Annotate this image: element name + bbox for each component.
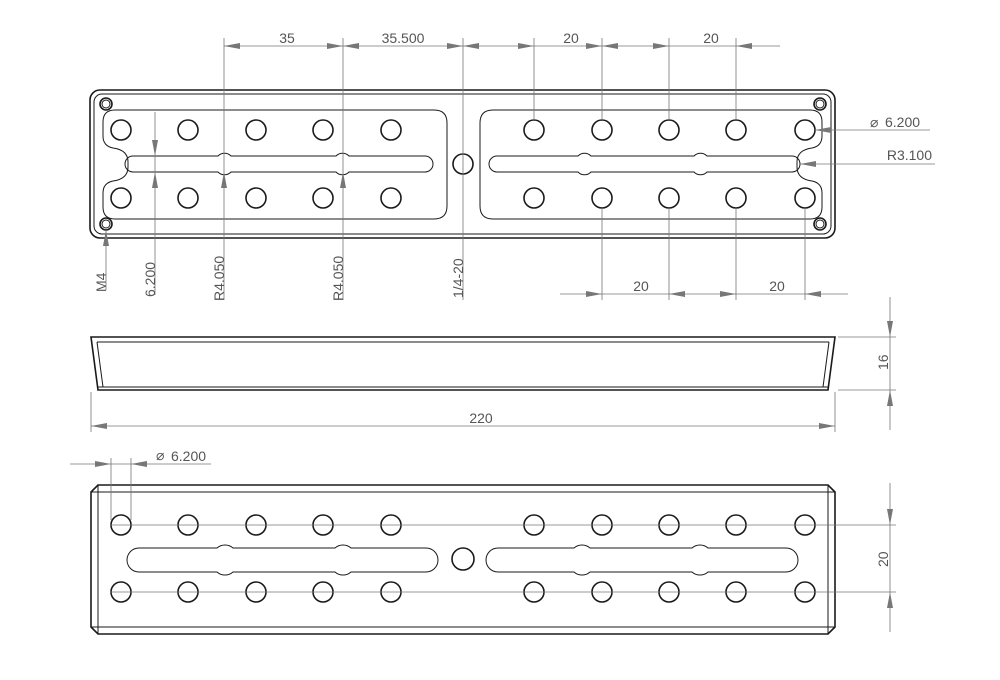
hole	[245, 119, 267, 141]
label-m4: M4	[93, 272, 109, 292]
dim-hole-diameter: 6.200	[885, 114, 920, 130]
dim-20-d: 20	[769, 278, 785, 294]
m4-corner-hole	[101, 219, 111, 229]
plate-outline	[89, 89, 836, 239]
bottom-diameter-callout: ⌀ 6.200	[70, 447, 211, 520]
dim-height: 16	[875, 354, 891, 370]
dim-length: 220	[469, 410, 493, 426]
bottom-diameter-symbol: ⌀	[156, 447, 164, 463]
left-pocket	[102, 109, 448, 220]
dim-row-spacing: 20	[875, 551, 891, 567]
top-dimension-chain: 35 35.500 20 20	[223, 30, 780, 300]
bottom-center-hole	[451, 547, 475, 571]
m4-corner-hole	[813, 97, 827, 111]
right-pocket	[479, 109, 823, 220]
dim-35: 35	[279, 30, 295, 46]
bottom-dimension-chain: 20 20	[560, 208, 848, 300]
dim-bottom-hole-diameter: 6.200	[171, 448, 206, 464]
label-quarter-20: 1/4-20	[450, 258, 466, 298]
bottom-view: ⌀ 6.200 20	[70, 447, 896, 635]
hole	[591, 119, 613, 141]
hole	[658, 187, 680, 209]
plate-inner-edge	[93, 93, 832, 235]
hole	[794, 119, 816, 141]
label-slot-width: 6.200	[142, 262, 158, 297]
dim-20-c: 20	[633, 278, 649, 294]
hole	[591, 187, 613, 209]
hole	[523, 119, 545, 141]
hole	[794, 187, 816, 209]
label-r4050-right: R4.050	[330, 256, 346, 301]
label-r4050-left: R4.050	[211, 256, 227, 301]
row-spacing-dimension: 20	[875, 483, 893, 632]
hole	[110, 119, 132, 141]
m4-corner-hole	[815, 99, 825, 109]
dim-20-b: 20	[703, 30, 719, 46]
dim-35-5: 35.500	[382, 30, 425, 46]
side-profile	[90, 336, 836, 391]
height-dimension: 16	[838, 297, 896, 430]
bottom-left-slot	[126, 544, 439, 576]
hole	[725, 187, 747, 209]
top-view-vertical-leaders: M4 6.200 R4.050 R4.050 1/4-20	[93, 112, 466, 301]
right-slot	[488, 152, 801, 176]
hole	[725, 119, 747, 141]
top-view: 35 35.500 20 20 ⌀ 6.200 R3.100	[89, 30, 935, 301]
hole	[245, 187, 267, 209]
dim-slot-radius: R3.100	[887, 147, 932, 163]
diameter-callout: ⌀ 6.200	[815, 114, 930, 133]
hole	[523, 187, 545, 209]
hole	[177, 119, 199, 141]
side-view: 220 16	[90, 297, 896, 432]
dim-20-a: 20	[563, 30, 579, 46]
length-dimension: 220	[90, 392, 836, 432]
radius-callout: R3.100	[800, 147, 935, 167]
hole	[312, 119, 334, 141]
hole	[312, 187, 334, 209]
bottom-plate-outline	[90, 484, 836, 635]
bottom-right-slot	[485, 544, 799, 576]
hole	[110, 187, 132, 209]
hole	[177, 187, 199, 209]
m4-corner-hole	[813, 217, 827, 231]
m4-corner-hole	[815, 219, 825, 229]
m4-corner-hole	[99, 97, 113, 111]
m4-corner-hole	[101, 99, 111, 109]
hole	[380, 119, 402, 141]
hole	[380, 187, 402, 209]
left-slot	[124, 152, 434, 176]
hole	[658, 119, 680, 141]
diameter-symbol: ⌀	[870, 114, 878, 130]
